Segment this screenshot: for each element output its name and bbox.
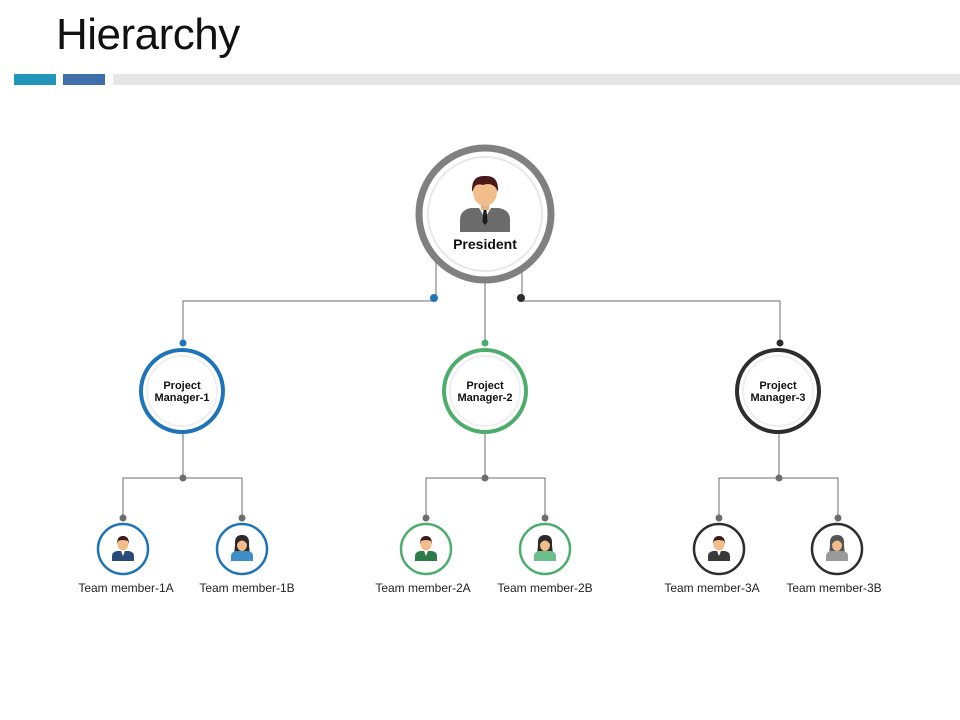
connector-dot-junction-1 [179,474,187,482]
pm1-label-line2: Manager-1 [154,392,210,404]
connector-dot-member-3b [834,514,842,522]
member-3a-node [692,522,746,576]
member-1a-label: Team member-1A [78,581,174,595]
president-node [415,144,555,284]
connector-dot-member-1a [119,514,127,522]
connector-dot-member-1b [238,514,246,522]
connector-dot-pm3-top [517,294,525,302]
male-avatar-icon [112,536,134,561]
female-avatar-icon [534,535,556,561]
member-2a-label: Team member-2A [375,581,471,595]
accent-bar-gray [113,74,960,85]
male-avatar-icon [415,536,437,561]
member-3a-label: Team member-3A [664,581,760,595]
member-3b-node [810,522,864,576]
connector-dot-member-2a [422,514,430,522]
member-3b-label: Team member-3B [786,581,882,595]
pm3-label: Project Manager-3 [733,380,823,404]
pm2-node [442,348,528,434]
connector-dot-pm2 [481,339,489,347]
connector-dot-pm1-top [430,294,438,302]
member-2b-label: Team member-2B [497,581,593,595]
slide-title: Hierarchy [56,10,240,59]
pm2-label-line1: Project [466,380,504,392]
connector-dot-junction-3 [775,474,783,482]
member-1a-node [96,522,150,576]
pm3-label-line2: Manager-3 [750,392,806,404]
connector-dot-pm3 [776,339,784,347]
connector-president-pm3 [521,270,781,343]
female-avatar-icon [231,535,253,561]
connector-dot-member-2b [541,514,549,522]
connector-dot-junction-2 [481,474,489,482]
pm2-label-line2: Manager-2 [457,392,513,404]
pm1-label-line1: Project [163,380,201,392]
connector-dot-pm1 [179,339,187,347]
male-avatar-icon [708,536,730,561]
connector-president-pm1 [182,260,437,343]
female-avatar-icon [826,535,848,561]
member-2a-node [399,522,453,576]
president-label: President [453,236,517,252]
accent-bar-blue [63,74,105,85]
pm3-label-line1: Project [759,380,797,392]
pm1-label: Project Manager-1 [137,380,227,404]
member-1b-label: Team member-1B [199,581,295,595]
member-2b-node [518,522,572,576]
connector-dot-member-3a [715,514,723,522]
businessman-icon [460,175,510,232]
pm2-label: Project Manager-2 [440,380,530,404]
accent-bar-teal [14,74,56,85]
pm1-node [139,348,225,434]
pm3-node [735,348,821,434]
member-1b-node [215,522,269,576]
